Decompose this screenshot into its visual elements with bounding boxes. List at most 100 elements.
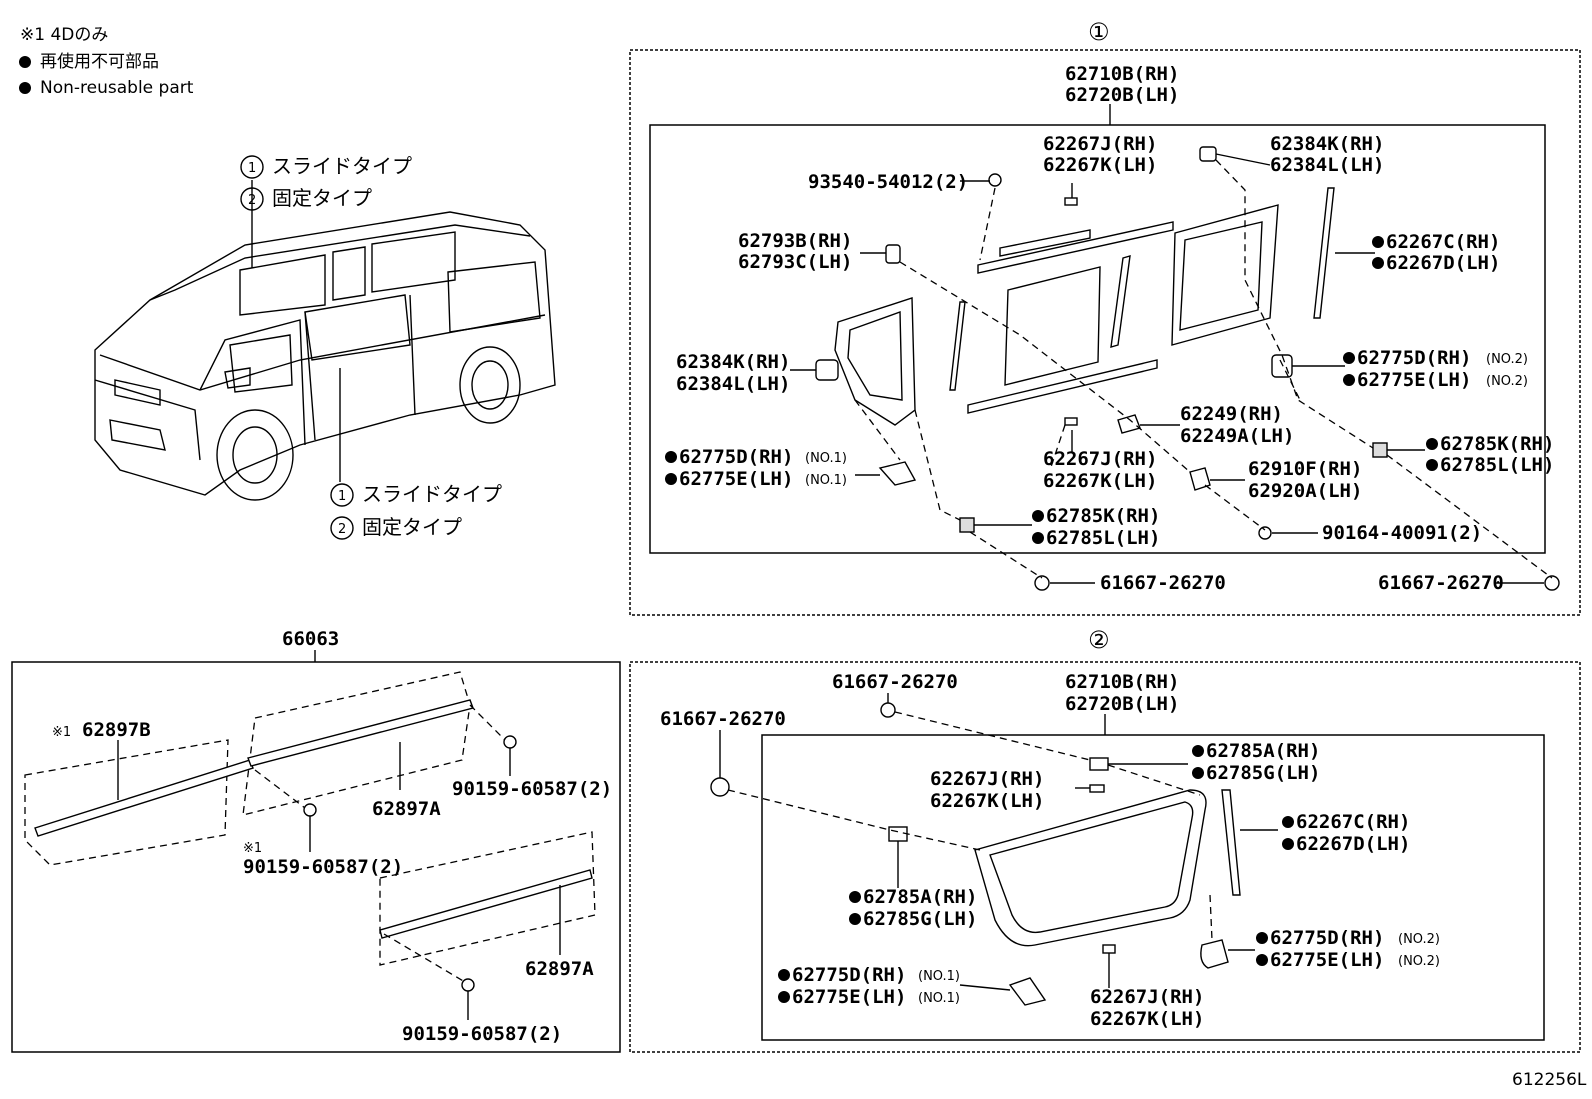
label-62775e-left: 62775E(LH) — [679, 468, 793, 490]
label-no1-fixed: (NO.1) — [918, 991, 960, 1006]
label-62267c-fixed: 62267C(RH) — [1296, 811, 1410, 833]
non-reusable-bullet-icon — [849, 891, 861, 903]
label-62710b: 62710B(RH) — [1065, 63, 1179, 85]
non-reusable-bullet-icon — [1256, 954, 1268, 966]
bullet-icon — [19, 82, 31, 94]
non-reusable-bullet-icon — [778, 991, 790, 1003]
label-62775e-fixed-right: 62775E(LH) — [1270, 949, 1384, 971]
label-62720b-fixed: 62720B(LH) — [1065, 693, 1179, 715]
label-90159-b: 90159-60587(2) — [243, 856, 403, 878]
inner-frame-fixed — [761, 734, 1545, 1041]
label-62249: 62249(RH) — [1180, 403, 1283, 425]
label-90159-c: 90159-60587(2) — [402, 1023, 562, 1045]
label-62785k-left: 62785K(RH) — [1046, 505, 1160, 527]
label-62793b: 62793B(RH) — [738, 230, 852, 252]
legend: ※1 4Dのみ 再使用不可部品 Non-reusable part — [19, 25, 194, 98]
non-reusable-bullet-icon — [665, 451, 677, 463]
van-illustration: 1 スライドタイプ 2 固定タイプ 1 スライドタイプ 2 固定タイプ — [94, 154, 556, 540]
label-62785g-top: 62785G(LH) — [1206, 762, 1320, 784]
label-61667-left: 61667-26270 — [660, 708, 786, 730]
label-62785k-right: 62785K(RH) — [1440, 433, 1554, 455]
label-62267k-bottom: 62267K(LH) — [1043, 470, 1157, 492]
diagram-code: 612256L — [1512, 1070, 1587, 1090]
label-no2: (NO.2) — [1486, 374, 1528, 389]
note-non-reusable-en: Non-reusable part — [40, 78, 194, 98]
label-62720b: 62720B(LH) — [1065, 84, 1179, 106]
non-reusable-bullet-icon — [1282, 838, 1294, 850]
note-4d-only: ※1 4Dのみ — [20, 25, 108, 45]
label-61667-top: 61667-26270 — [832, 671, 958, 693]
label-62384k-left: 62384K(RH) — [676, 351, 790, 373]
label-62267d-fixed: 62267D(LH) — [1296, 833, 1410, 855]
label-no2-fixed: (NO.2) — [1398, 954, 1440, 969]
label-62267j-bottom: 62267J(RH) — [1043, 448, 1157, 470]
label-90159-a: 90159-60587(2) — [452, 778, 612, 800]
label-62267d: 62267D(LH) — [1386, 252, 1500, 274]
label-no1: (NO.1) — [805, 451, 847, 466]
bullet-icon — [19, 56, 31, 68]
non-reusable-bullet-icon — [1192, 745, 1204, 757]
label-no2-fixed: (NO.2) — [1398, 932, 1440, 947]
section-1-header: ① — [1088, 18, 1110, 46]
label-62384l-left: 62384L(LH) — [676, 373, 790, 395]
outer-frame-fixed — [629, 661, 1581, 1053]
label-62267k-fixed-bottom: 62267K(LH) — [1090, 1008, 1204, 1030]
label-62910f: 62910F(RH) — [1248, 458, 1362, 480]
label-62897a-a: 62897A — [372, 798, 441, 820]
non-reusable-bullet-icon — [1343, 352, 1355, 364]
section-molding: 66063 ※1 62897B 90159-60587(2) 62897A ※1… — [11, 628, 621, 1053]
van-label-fixed-bottom: 固定タイプ — [362, 515, 462, 539]
circle-1-icon: 1 — [248, 161, 256, 176]
label-62710b-fixed: 62710B(RH) — [1065, 671, 1179, 693]
label-62267c: 62267C(RH) — [1386, 231, 1500, 253]
molding-frame — [11, 661, 621, 1053]
non-reusable-bullet-icon — [1372, 236, 1384, 248]
section-2-header: ② — [1088, 626, 1110, 654]
label-62897b: 62897B — [82, 719, 151, 741]
non-reusable-bullet-icon — [1426, 438, 1438, 450]
label-no1: (NO.1) — [805, 473, 847, 488]
label-62384l-right: 62384L(LH) — [1270, 154, 1384, 176]
non-reusable-bullet-icon — [1192, 767, 1204, 779]
label-62775d-right: 62775D(RH) — [1357, 347, 1471, 369]
label-62785a-left: 62785A(RH) — [863, 886, 977, 908]
note-mark-2: ※1 — [243, 841, 262, 856]
label-62775e-right: 62775E(LH) — [1357, 369, 1471, 391]
label-62897a-b: 62897A — [525, 958, 594, 980]
non-reusable-bullet-icon — [1032, 532, 1044, 544]
label-62267j-fixed-top: 62267J(RH) — [930, 768, 1044, 790]
label-62785g-left: 62785G(LH) — [863, 908, 977, 930]
non-reusable-bullet-icon — [849, 913, 861, 925]
label-93540: 93540-54012(2) — [808, 171, 968, 193]
non-reusable-bullet-icon — [1032, 510, 1044, 522]
note-mark-1: ※1 — [52, 725, 71, 740]
label-62775e-fixed-left: 62775E(LH) — [792, 986, 906, 1008]
van-label-slide-bottom: スライドタイプ — [362, 482, 502, 506]
label-62775d-fixed-left: 62775D(RH) — [792, 964, 906, 986]
non-reusable-bullet-icon — [1426, 459, 1438, 471]
label-62267j-top: 62267J(RH) — [1043, 133, 1157, 155]
label-62267k-fixed-top: 62267K(LH) — [930, 790, 1044, 812]
non-reusable-bullet-icon — [1343, 374, 1355, 386]
section-slide: ① 62710B(RH) 62720B(LH) — [629, 18, 1581, 616]
non-reusable-bullet-icon — [1282, 816, 1294, 828]
section-fixed: ② 62710B(RH) 62720B(LH) 61667-26270 6166… — [629, 626, 1581, 1053]
van-label-fixed-top: 固定タイプ — [272, 186, 372, 210]
label-62775d-left: 62775D(RH) — [679, 446, 793, 468]
label-62785l-right: 62785L(LH) — [1440, 454, 1554, 476]
label-62384k-right: 62384K(RH) — [1270, 133, 1384, 155]
label-62775d-fixed-right: 62775D(RH) — [1270, 927, 1384, 949]
non-reusable-bullet-icon — [778, 969, 790, 981]
non-reusable-bullet-icon — [1256, 932, 1268, 944]
label-90164: 90164-40091(2) — [1322, 522, 1482, 544]
label-62785a-top: 62785A(RH) — [1206, 740, 1320, 762]
label-61667-b: 61667-26270 — [1378, 572, 1504, 594]
circle-1-icon: 1 — [338, 489, 346, 504]
label-no1-fixed: (NO.1) — [918, 969, 960, 984]
label-62249a: 62249A(LH) — [1180, 425, 1294, 447]
label-no2: (NO.2) — [1486, 352, 1528, 367]
label-62920a: 62920A(LH) — [1248, 480, 1362, 502]
non-reusable-bullet-icon — [1372, 257, 1384, 269]
note-non-reusable-jp: 再使用不可部品 — [40, 51, 159, 72]
